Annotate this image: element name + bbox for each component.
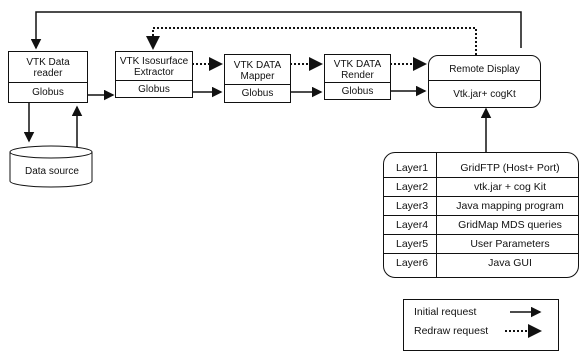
vtk-data-mapper-box: VTK DATA Mapper Globus: [224, 54, 291, 103]
vtk-data-render-box: VTK DATA Render Globus: [324, 54, 391, 100]
layer-row: Layer5 User Parameters: [384, 235, 578, 254]
legend-redraw-label: Redraw request: [414, 325, 489, 337]
initial-feedback-line: [30, 11, 522, 50]
render-globus-label: Globus: [325, 82, 390, 99]
legend-box: Initial request Redraw request: [403, 299, 559, 351]
layer-name: Layer6: [396, 257, 429, 269]
render-label: VTK DATA Render: [333, 58, 382, 81]
vtk-data-reader-box: VTK Data reader Globus: [8, 51, 88, 103]
layer-row: Layer3 Java mapping program: [384, 197, 578, 216]
layer-desc: User Parameters: [470, 238, 550, 250]
redraw-feedback-line: [146, 27, 477, 55]
layer-row: Layer2 vtk.jar + cog Kit: [384, 178, 578, 197]
reader-globus-label: Globus: [9, 82, 87, 102]
reader-label: VTK Data reader: [26, 57, 70, 79]
layer-name: Layer3: [396, 200, 429, 212]
layer-row: Layer6 Java GUI: [384, 254, 578, 273]
layer-desc: GridMap MDS queries: [458, 219, 562, 231]
data-source-label: Data source: [25, 166, 79, 177]
legend-initial-label: Initial request: [414, 306, 477, 318]
remote-display-box: Remote Display Vtk.jar+ cogKt: [428, 55, 541, 108]
vtk-isosurface-extractor-box: VTK Isosurface Extractor Globus: [115, 51, 193, 98]
layer-row: Layer1 GridFTP (Host+ Port): [384, 159, 578, 178]
layer-desc: GridFTP (Host+ Port): [460, 162, 560, 174]
layer-desc: Java GUI: [488, 257, 532, 269]
extractor-label: VTK Isosurface Extractor: [119, 56, 189, 78]
layer-name: Layer5: [396, 238, 429, 250]
extractor-globus-label: Globus: [116, 80, 192, 97]
mapper-globus-label: Globus: [225, 84, 290, 102]
layer-name: Layer2: [396, 181, 429, 193]
layers-table: Layer1 GridFTP (Host+ Port) Layer2 vtk.j…: [383, 152, 579, 278]
layer-name: Layer1: [396, 162, 429, 174]
mapper-label: VTK DATA Mapper: [233, 59, 282, 82]
layer-row: Layer4 GridMap MDS queries: [384, 216, 578, 235]
data-source-cylinder: [9, 145, 93, 188]
layer-name: Layer4: [396, 219, 429, 231]
layer-desc: vtk.jar + cog Kit: [473, 181, 547, 193]
remote-display-label: Remote Display: [449, 63, 520, 75]
remote-display-lib-label: Vtk.jar+ cogKt: [429, 80, 540, 107]
layer-desc: Java mapping program: [456, 200, 564, 212]
